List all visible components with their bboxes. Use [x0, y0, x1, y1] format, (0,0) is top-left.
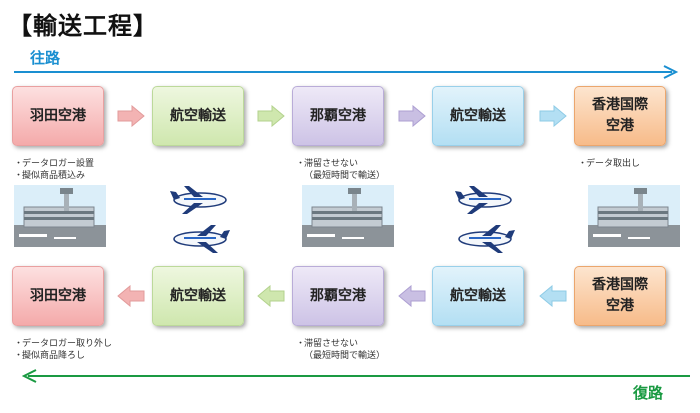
node-bottom-hongkong: 香港国際 空港	[574, 266, 666, 326]
note-top-haneda: ・データロガー設置 ・擬似商品積込み	[14, 159, 95, 181]
arrow-left-icon	[539, 285, 567, 307]
node-top-air-transport-2: 航空輸送	[432, 86, 524, 146]
note-bottom-naha: ・滞留させない （最短時間で輸送）	[296, 339, 386, 361]
note-line: （最短時間で輸送）	[304, 351, 386, 361]
arrow-right-icon	[117, 105, 145, 127]
airplane-icon	[458, 225, 515, 253]
airport-image	[14, 185, 106, 247]
airplane-icon	[455, 186, 512, 214]
page-title: 【輸送工程】	[8, 12, 158, 40]
return-label: 復路	[633, 384, 664, 402]
arrow-left-icon	[398, 285, 426, 307]
airplane-icon	[170, 186, 227, 214]
node-top-haneda: 羽田空港	[12, 86, 104, 146]
arrow-right-icon	[398, 105, 426, 127]
note-top-hongkong: ・データ取出し	[578, 159, 641, 169]
note-line: 滞留させない	[304, 159, 359, 169]
note-line: （最短時間で輸送）	[304, 171, 386, 181]
node-top-naha: 那覇空港	[292, 86, 384, 146]
return-arrow	[22, 369, 690, 383]
airplane-icon	[173, 225, 230, 253]
note-line: 滞留させない	[304, 339, 359, 349]
arrow-left-icon	[117, 285, 145, 307]
note-line: 擬似商品積込み	[22, 171, 86, 181]
airport-image	[302, 185, 394, 247]
node-bottom-air-transport-1: 航空輸送	[152, 266, 244, 326]
note-bottom-haneda: ・データロガー取り外し ・擬似商品降ろし	[14, 339, 113, 361]
note-line: データロガー設置	[22, 159, 95, 169]
arrow-left-icon	[257, 285, 285, 307]
node-bottom-naha: 那覇空港	[292, 266, 384, 326]
note-top-naha: ・滞留させない （最短時間で輸送）	[296, 159, 386, 181]
node-bottom-air-transport-2: 航空輸送	[432, 266, 524, 326]
airport-image	[588, 185, 680, 247]
node-top-air-transport-1: 航空輸送	[152, 86, 244, 146]
outbound-label: 往路	[30, 49, 61, 67]
note-line: データ取出し	[586, 159, 641, 169]
note-line: データロガー取り外し	[22, 339, 113, 349]
node-top-hongkong: 香港国際 空港	[574, 86, 666, 146]
arrow-right-icon	[539, 105, 567, 127]
arrow-right-icon	[257, 105, 285, 127]
note-line: 擬似商品降ろし	[22, 351, 86, 361]
outbound-arrow	[14, 65, 679, 79]
node-bottom-haneda: 羽田空港	[12, 266, 104, 326]
